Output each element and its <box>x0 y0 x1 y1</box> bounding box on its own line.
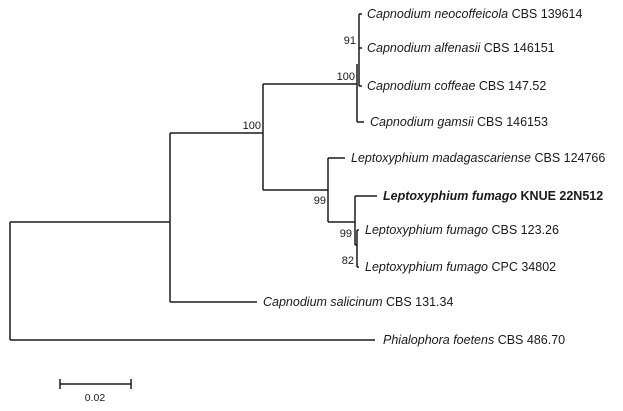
taxon-label-neocoffeicola: Capnodium neocoffeicola CBS 139614 <box>367 7 582 21</box>
taxon-label-gamsii: Capnodium gamsii CBS 146153 <box>370 115 548 129</box>
taxon-label-salicinum: Capnodium salicinum CBS 131.34 <box>263 295 453 309</box>
scale-bar-line <box>59 379 132 389</box>
taxon-label-foetens: Phialophora foetens CBS 486.70 <box>383 333 565 347</box>
bootstrap-leptoxyphium-clade: 99 <box>314 195 326 207</box>
bootstrap-capnodium-clade: 100 <box>337 71 355 83</box>
taxon-label-fumago-cpc: Leptoxyphium fumago CPC 34802 <box>365 260 556 274</box>
taxon-label-fumago-cbs: Leptoxyphium fumago CBS 123.26 <box>365 223 559 237</box>
taxon-label-fumago-knue: Leptoxyphium fumago KNUE 22N512 <box>383 189 603 203</box>
taxon-label-coffeae: Capnodium coffeae CBS 147.52 <box>367 79 546 93</box>
bootstrap-fumago-clade: 99 <box>340 228 352 240</box>
scale-bar: 0.02 <box>59 379 132 404</box>
scale-bar-label: 0.02 <box>85 392 106 404</box>
taxon-label-madagascariense: Leptoxyphium madagascariense CBS 124766 <box>351 151 605 165</box>
bootstrap-fumago-pair: 82 <box>342 255 354 267</box>
taxon-label-alfenasii: Capnodium alfenasii CBS 146151 <box>367 41 555 55</box>
bootstrap-main-ingroup: 100 <box>243 120 261 132</box>
bootstrap-alfenasii-clade: 91 <box>344 35 356 47</box>
